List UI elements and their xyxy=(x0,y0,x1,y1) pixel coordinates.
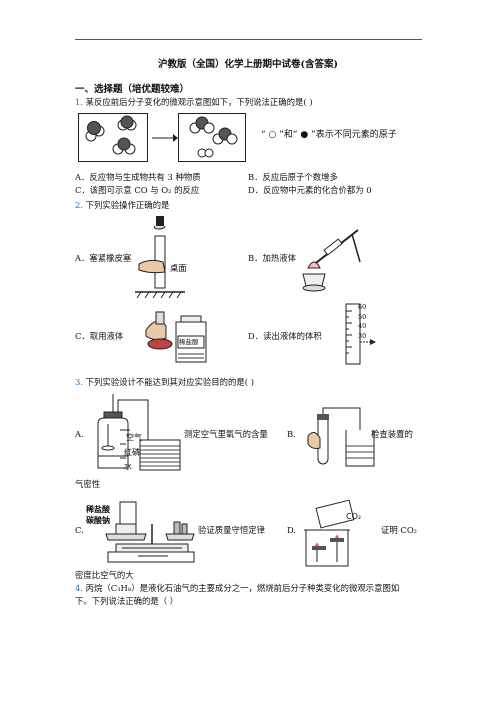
q2-stem: 2. 下列实验操作正确的是 xyxy=(75,200,170,210)
q3-option-d-text: 证明 CO₂ xyxy=(381,525,418,535)
q2-option-d[interactable]: D．读出液体的体积 xyxy=(248,331,322,341)
q3-option-a-text: 测定空气里氧气的含量 xyxy=(184,429,268,439)
q3-balance-apparatus xyxy=(105,501,195,563)
cylinder-tick: 50 xyxy=(358,312,367,321)
q3-option-a[interactable]: A. xyxy=(75,429,84,439)
q3-option-d-wrap: 密度比空气的大 xyxy=(75,570,134,580)
q1-number: 1. xyxy=(75,97,83,107)
q2-number: 2. xyxy=(75,200,83,210)
q2-stopper-diagram xyxy=(135,216,185,299)
apparatus-label-water: 水 xyxy=(124,462,132,471)
q1-option-a[interactable]: A．反应物与生成物共有 3 种物质 xyxy=(75,172,201,182)
apparatus-label-phosphorus: 红磷 xyxy=(124,448,140,457)
q3-oxygen-apparatus xyxy=(97,394,181,471)
cylinder-tick: 30 xyxy=(358,331,367,340)
q3-option-b-wrap: 气密性 xyxy=(75,479,101,489)
q2-option-c[interactable]: C．取用液体 xyxy=(75,331,124,341)
balance-label-acid: 稀盐酸 xyxy=(86,505,110,514)
cylinder-tick: 40 xyxy=(358,322,367,330)
q1-option-b[interactable]: B．反应后原子个数增多 xyxy=(248,172,338,182)
cylinder-tick: 60 xyxy=(358,303,367,311)
q1-legend: “ ○ ”和“ ● ”表示不同元素的原子 xyxy=(261,130,397,140)
q1-reactant-molecules xyxy=(85,115,137,155)
q3-number: 3. xyxy=(75,377,83,387)
q2-heating-diagram xyxy=(302,229,361,292)
q3-airtight-apparatus xyxy=(307,407,375,467)
section-heading: 一、选择题（培优题较难） xyxy=(75,84,190,95)
q2-pour-diagram xyxy=(145,311,207,363)
q3-option-b-text: 检查装置的 xyxy=(371,429,413,439)
q2-option-a[interactable]: A．塞紧橡皮塞 xyxy=(75,253,132,263)
q1-reaction-diagram xyxy=(78,113,246,162)
q1-product-molecules xyxy=(189,116,238,158)
page-title: 沪教版（全国）化学上册期中试卷(含答案) xyxy=(158,59,338,70)
q3-option-b[interactable]: B. xyxy=(287,429,296,439)
balance-label-carbonate: 碳酸钠 xyxy=(86,516,110,525)
q4-stem-line2: 下。下列说法正确的是（ ） xyxy=(75,596,179,606)
q4-number: 4. xyxy=(75,583,83,593)
q3-co2-apparatus xyxy=(304,499,355,567)
q3-option-c-text: 验证质量守恒定律 xyxy=(198,525,265,535)
q3-stem: 3. 下列实验设计不能达到其对应实验目的的是( ) xyxy=(75,377,254,387)
apparatus-label-air: 空气 xyxy=(126,433,142,442)
q4-stem-line1: 4. 丙烷（C₃H₈）是液化石油气的主要成分之一，燃烧前后分子种类变化的微观示意… xyxy=(75,583,400,593)
q2-reagent-label: 稀盐酸 xyxy=(179,338,199,346)
q2-option-b[interactable]: B．加热液体 xyxy=(248,253,297,263)
q3-option-c[interactable]: C. xyxy=(75,525,84,535)
q2-cylinder-diagram xyxy=(345,303,376,365)
q1-option-d[interactable]: D．反应物中元素的化合价都为 0 xyxy=(248,185,372,195)
cylinder-scale: 60 50 40 30 xyxy=(358,303,366,341)
q1-stem: 1. 某反应前后分子变化的微观示意图如下，下列说法正确的是( ) xyxy=(75,97,313,107)
co2-bottle-label: CO₂ xyxy=(346,512,362,521)
header-rule xyxy=(75,39,422,40)
q3-option-d[interactable]: D. xyxy=(287,525,297,535)
q1-option-c[interactable]: C．该图可示意 CO 与 O₂ 的反应 xyxy=(75,185,200,195)
q2-desk-label: 桌面 xyxy=(170,263,187,273)
